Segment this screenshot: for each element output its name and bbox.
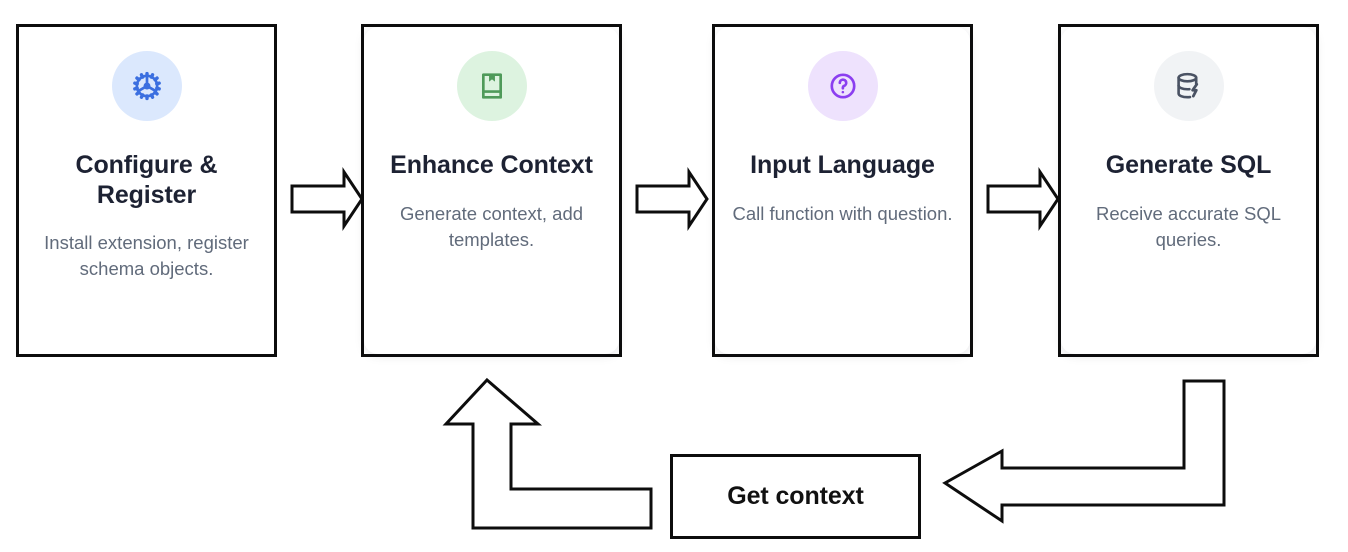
question-circle-icon bbox=[807, 51, 878, 121]
step-description: Receive accurate SQL queries. bbox=[1095, 202, 1282, 250]
get-context-label: Get context bbox=[727, 482, 864, 510]
step-card-body: Input Language Call function with questi… bbox=[715, 27, 970, 354]
step-description: Install extension, register schema objec… bbox=[44, 232, 249, 280]
step-description: Call function with question. bbox=[732, 202, 953, 224]
step-card-enhance-context[interactable]: Enhance Context Generate context, add te… bbox=[361, 24, 622, 357]
step-description: Generate context, add templates. bbox=[399, 202, 584, 250]
step-card-generate-sql[interactable]: Generate SQL Receive accurate SQL querie… bbox=[1058, 24, 1319, 357]
book-bookmark-icon bbox=[456, 51, 527, 121]
step-title: Input Language bbox=[750, 151, 935, 179]
step-title: Generate SQL bbox=[1105, 151, 1272, 179]
gear-icon bbox=[111, 51, 182, 121]
arrow-feedback-up-to-step2 bbox=[442, 377, 653, 530]
step-card-body: Enhance Context Generate context, add te… bbox=[364, 27, 619, 354]
step-card-input-language[interactable]: Input Language Call function with questi… bbox=[712, 24, 973, 357]
arrow-step3-to-step4 bbox=[986, 167, 1060, 231]
database-bolt-icon bbox=[1153, 51, 1224, 121]
arrow-step1-to-step2 bbox=[290, 167, 364, 231]
step-card-body: Configure & Register Install extension, … bbox=[19, 27, 274, 354]
step-title: Configure & Register bbox=[75, 151, 218, 209]
arrow-step4-down-to-get-context bbox=[942, 379, 1226, 524]
step-card-body: Generate SQL Receive accurate SQL querie… bbox=[1061, 27, 1316, 354]
step-title: Enhance Context bbox=[390, 151, 593, 179]
get-context-box[interactable]: Get context bbox=[670, 454, 921, 539]
arrow-step2-to-step3 bbox=[635, 167, 709, 231]
step-card-configure-register[interactable]: Configure & Register Install extension, … bbox=[16, 24, 277, 357]
